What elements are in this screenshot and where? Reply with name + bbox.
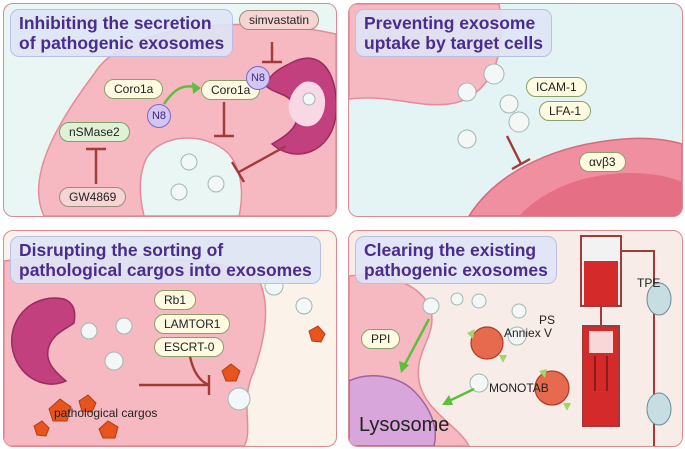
- lamtor1-label: LAMTOR1: [154, 314, 231, 334]
- title-line-1: Inhibiting the secretion: [19, 13, 212, 33]
- pump-wheel: [646, 282, 672, 316]
- title-line-2: uptake by target cells: [364, 33, 543, 53]
- tpe-column-window: [589, 331, 613, 353]
- cargo-pentagon: [221, 363, 241, 382]
- title-line-2: pathogenic exosomes: [364, 260, 548, 280]
- title-line-2: of pathogenic exosomes: [19, 33, 225, 53]
- target-cell-inner: [519, 173, 682, 216]
- panel-clearing-title: Clearing the existing pathogenic exosome…: [355, 236, 557, 284]
- exosome: [508, 111, 530, 133]
- monotab-particle: [470, 326, 504, 360]
- monotab-particle: [534, 370, 570, 406]
- lysosome-arrowhead: [442, 395, 453, 405]
- exosome: [507, 326, 527, 346]
- exosome: [115, 317, 133, 335]
- exosome: [469, 373, 489, 393]
- panel-clearing: Clearing the existing pathogenic exosome…: [348, 230, 683, 447]
- exosome: [180, 153, 198, 171]
- cargo-pentagon: [308, 325, 326, 343]
- cell-indent: [139, 137, 243, 216]
- multivesicular-body: [11, 297, 76, 385]
- annexin-triangle: [467, 329, 475, 339]
- exosome: [483, 63, 505, 85]
- exosome: [80, 322, 98, 340]
- panel-sorting: Disrupting the sorting of pathological c…: [3, 230, 337, 447]
- pump-wheel: [646, 392, 672, 426]
- exosome-group: [457, 63, 530, 149]
- title-line-1: Preventing exosome: [364, 13, 536, 33]
- lysosome-label: Lysosome: [359, 414, 450, 436]
- exosome: [471, 293, 487, 309]
- uptake-arrow: [402, 318, 431, 367]
- cargo-group: [33, 325, 326, 439]
- exosome: [227, 387, 251, 411]
- inhibit-coro1a-arrow: [214, 102, 234, 138]
- inhibit-arrows: [86, 42, 287, 184]
- exosome: [511, 303, 527, 319]
- anniex-v-label: Anniex V: [504, 326, 553, 340]
- inhibit-mvb-arrow: [230, 144, 287, 183]
- lysosome-arrow: [448, 387, 475, 403]
- annexin-triangles: [467, 329, 571, 411]
- tpe-syringe-fill: [584, 261, 618, 305]
- n8-badge: N8: [147, 104, 171, 128]
- rb1-label: Rb1: [154, 290, 197, 310]
- exosome-group: [422, 292, 527, 393]
- lfa1-label: LFA-1: [539, 101, 592, 121]
- annexin-triangle: [499, 355, 507, 363]
- cargo-pentagon: [48, 398, 72, 422]
- exosome: [170, 183, 188, 201]
- cargo-pentagon: [98, 420, 119, 439]
- exosome: [450, 292, 464, 306]
- coro1a-active-label: Coro1a: [201, 80, 261, 100]
- panel-secretion: Inhibiting the secretion of pathogenic e…: [3, 3, 337, 217]
- exosome: [104, 351, 124, 371]
- panel-sorting-title: Disrupting the sorting of pathological c…: [10, 236, 321, 284]
- exosome: [457, 129, 477, 149]
- inhibit-gw4869-arrow: [86, 147, 106, 184]
- gw4869-label: GW4869: [59, 187, 127, 207]
- ps-label: PS: [539, 313, 556, 327]
- title-line-2: pathological cargos into exosomes: [19, 260, 312, 280]
- exosome: [295, 297, 313, 315]
- uptake-arrowhead: [399, 361, 409, 373]
- exosome: [302, 92, 316, 106]
- panel-secretion-title: Inhibiting the secretion of pathogenic e…: [10, 9, 234, 57]
- tpe-tubing: [621, 250, 655, 446]
- inhibit-simvastatin-arrow: [262, 42, 282, 64]
- panel-uptake-title: Preventing exosome uptake by target cell…: [355, 9, 552, 57]
- activate-n8-arrowhead: [192, 82, 201, 94]
- icam1-label: ICAM-1: [526, 77, 587, 97]
- exosome: [457, 82, 477, 102]
- lysosome-body: [349, 375, 436, 446]
- ppi-label: PPI: [361, 329, 401, 349]
- nsmase2-label: nSMase2: [59, 122, 130, 142]
- cargo-pentagon: [33, 420, 50, 437]
- exosome: [499, 94, 519, 114]
- coro1a-inactive-label: Coro1a: [104, 79, 164, 99]
- monotab-label: MONOTAB: [489, 381, 549, 395]
- annexin-triangle: [539, 369, 547, 378]
- panel-uptake: Preventing exosome uptake by target cell…: [348, 3, 683, 217]
- inhibit-uptake-arrow: [505, 135, 531, 171]
- n8-badge: N8: [246, 66, 270, 90]
- title-line-1: Disrupting the sorting of: [19, 240, 224, 260]
- integrin-label: αvβ3: [579, 152, 626, 172]
- cargo-pentagon: [78, 394, 97, 413]
- panel-clearing-illustration: [349, 235, 672, 446]
- exosome: [207, 175, 225, 193]
- title-line-1: Clearing the existing: [364, 240, 537, 260]
- exosome: [422, 297, 440, 315]
- tpe-pump-icon: [646, 282, 672, 426]
- escrt0-label: ESCRT-0: [154, 337, 225, 357]
- tpe-label: TPE: [637, 276, 661, 290]
- exosome-group: [170, 92, 316, 201]
- simvastatin-label: simvastatin: [239, 10, 320, 30]
- annexin-triangle: [563, 403, 571, 411]
- cargos-label: pathological cargos: [54, 406, 158, 420]
